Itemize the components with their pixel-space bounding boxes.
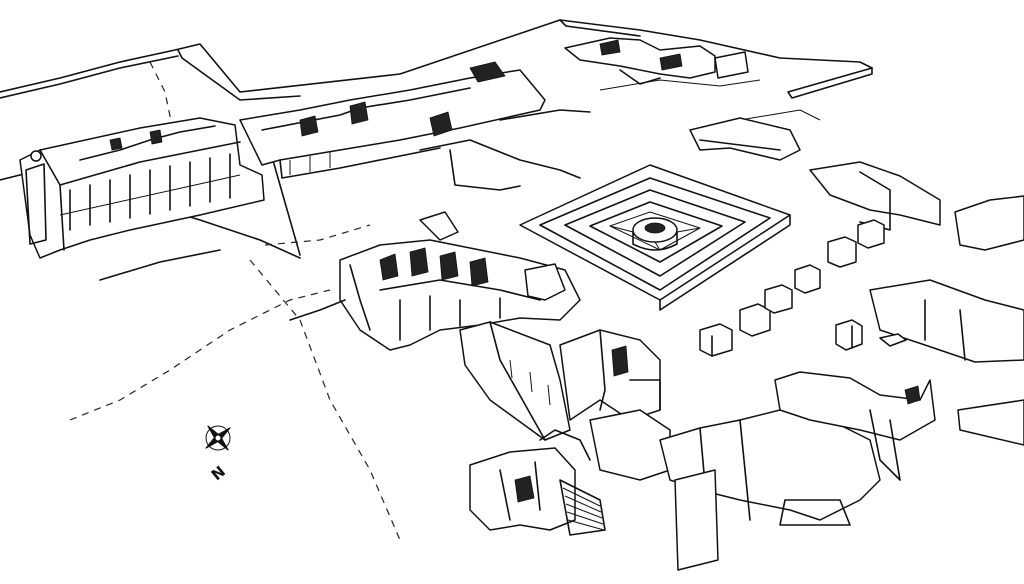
northeast-enclosure-buildings [564, 37, 749, 85]
pedestals [699, 219, 907, 357]
north-arrow: N [205, 425, 231, 484]
north-label: N [208, 462, 229, 484]
central-ruin-complex [289, 211, 581, 351]
ground-lines [0, 19, 873, 541]
south-corridor-building [459, 321, 671, 481]
central-north-range [239, 61, 591, 191]
east-buildings [689, 117, 1024, 446]
southeast-ruins [659, 371, 936, 571]
staircase [559, 479, 606, 536]
square-courtyard-temple [519, 164, 791, 311]
north-range-building [19, 117, 265, 259]
southwest-ruin-stairs [469, 429, 606, 536]
compass-rose-icon [205, 425, 231, 451]
